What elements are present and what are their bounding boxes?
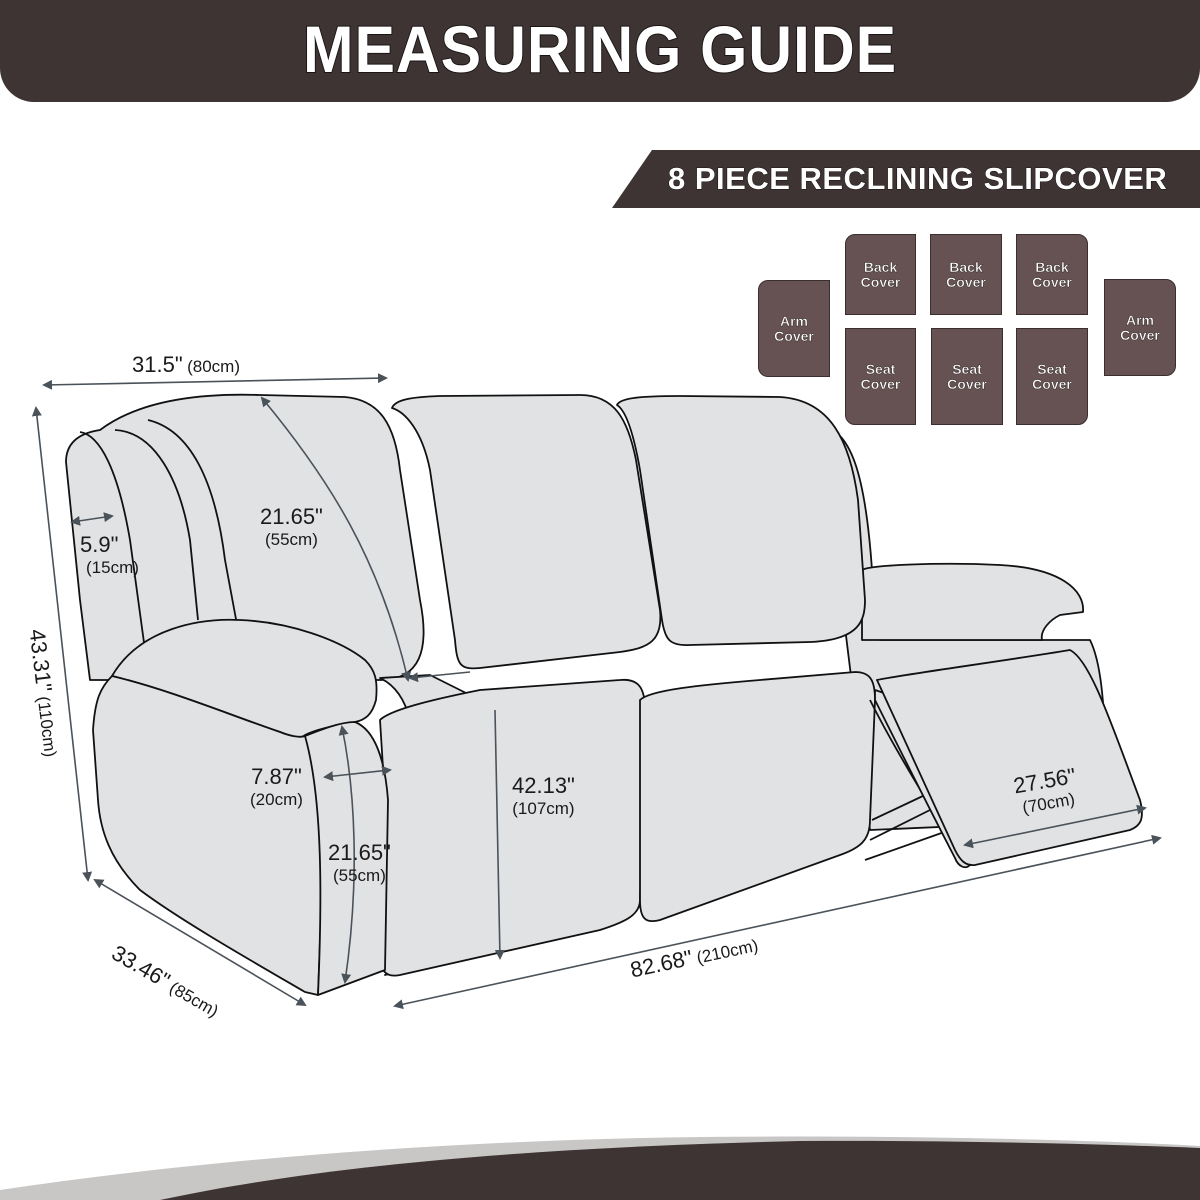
inches-value: 7.87" bbox=[251, 764, 302, 789]
cm-value: (110cm) bbox=[33, 695, 60, 759]
cm-value: (107cm) bbox=[512, 799, 575, 818]
inches-value: 21.65" bbox=[328, 840, 391, 865]
arrow-total-width bbox=[393, 834, 1162, 1010]
bottom-swoosh bbox=[0, 1136, 1200, 1200]
piece-label: Cover bbox=[860, 375, 901, 392]
back-cushion-2 bbox=[391, 394, 662, 670]
footrest bbox=[876, 649, 1143, 866]
piece-label: Back bbox=[949, 258, 983, 275]
cm-value: (20cm) bbox=[250, 790, 303, 809]
subtitle-banner bbox=[612, 150, 1200, 208]
piece-label: Seat bbox=[1037, 360, 1067, 377]
title-banner bbox=[0, 0, 1200, 102]
piece-label: Arm bbox=[1125, 311, 1154, 328]
inches-value: 42.13" bbox=[512, 773, 575, 798]
piece-label: Cover bbox=[1032, 273, 1072, 290]
arrow-total-height bbox=[31, 406, 93, 882]
piece-label: Cover bbox=[947, 375, 987, 392]
label-back-width: 31.5" (80cm) bbox=[132, 352, 240, 378]
arrow-back-width bbox=[42, 373, 388, 390]
inches-value: 5.9" bbox=[80, 532, 119, 557]
label-arm-front-height: 21.65" (55cm) bbox=[328, 840, 391, 886]
cm-value: (55cm) bbox=[332, 866, 386, 885]
arrow-footrest-width bbox=[963, 804, 1147, 849]
seat-3 bbox=[639, 671, 876, 922]
seat-2 bbox=[379, 678, 646, 977]
arrow-arm-front-height bbox=[338, 725, 355, 984]
piece-label: Back bbox=[863, 258, 898, 275]
label-arm-front-width: 7.87" (20cm) bbox=[250, 764, 303, 810]
page-title: MEASURING GUIDE bbox=[302, 11, 898, 87]
arrow-back-height bbox=[260, 396, 412, 682]
arrow-seat-edge bbox=[408, 671, 471, 683]
piece-label: Cover bbox=[946, 273, 986, 290]
label-arm-top-width: 5.9" (15cm) bbox=[80, 532, 139, 578]
piece-label: Cover bbox=[1120, 326, 1160, 343]
inches-value: 21.65" bbox=[260, 504, 323, 529]
cm-value: (55cm) bbox=[264, 530, 318, 549]
arrow-arm-top bbox=[70, 512, 114, 526]
footrest-support bbox=[864, 699, 951, 861]
arrow-arm-front-width bbox=[323, 765, 392, 782]
label-back-height: 21.65" (55cm) bbox=[260, 504, 323, 550]
piece-label: Back bbox=[1035, 258, 1069, 275]
piece-label: Cover bbox=[774, 327, 814, 344]
piece-label: Cover bbox=[860, 273, 901, 290]
piece-label: Seat bbox=[952, 360, 982, 377]
subtitle: 8 PIECE RECLINING SLIPCOVER bbox=[668, 161, 1168, 197]
right-arm-top bbox=[861, 562, 1084, 641]
arrow-depth bbox=[93, 878, 307, 1007]
piece-label: Seat bbox=[865, 360, 896, 377]
piece-label: Cover bbox=[1032, 375, 1072, 392]
piece-label: Arm bbox=[779, 312, 808, 329]
cm-value: (15cm) bbox=[86, 558, 139, 577]
cm-value: (80cm) bbox=[187, 357, 240, 376]
inches-value: 31.5" bbox=[132, 352, 183, 377]
back-cushion-3 bbox=[616, 395, 866, 646]
label-seat-depth: 42.13" (107cm) bbox=[512, 773, 575, 819]
